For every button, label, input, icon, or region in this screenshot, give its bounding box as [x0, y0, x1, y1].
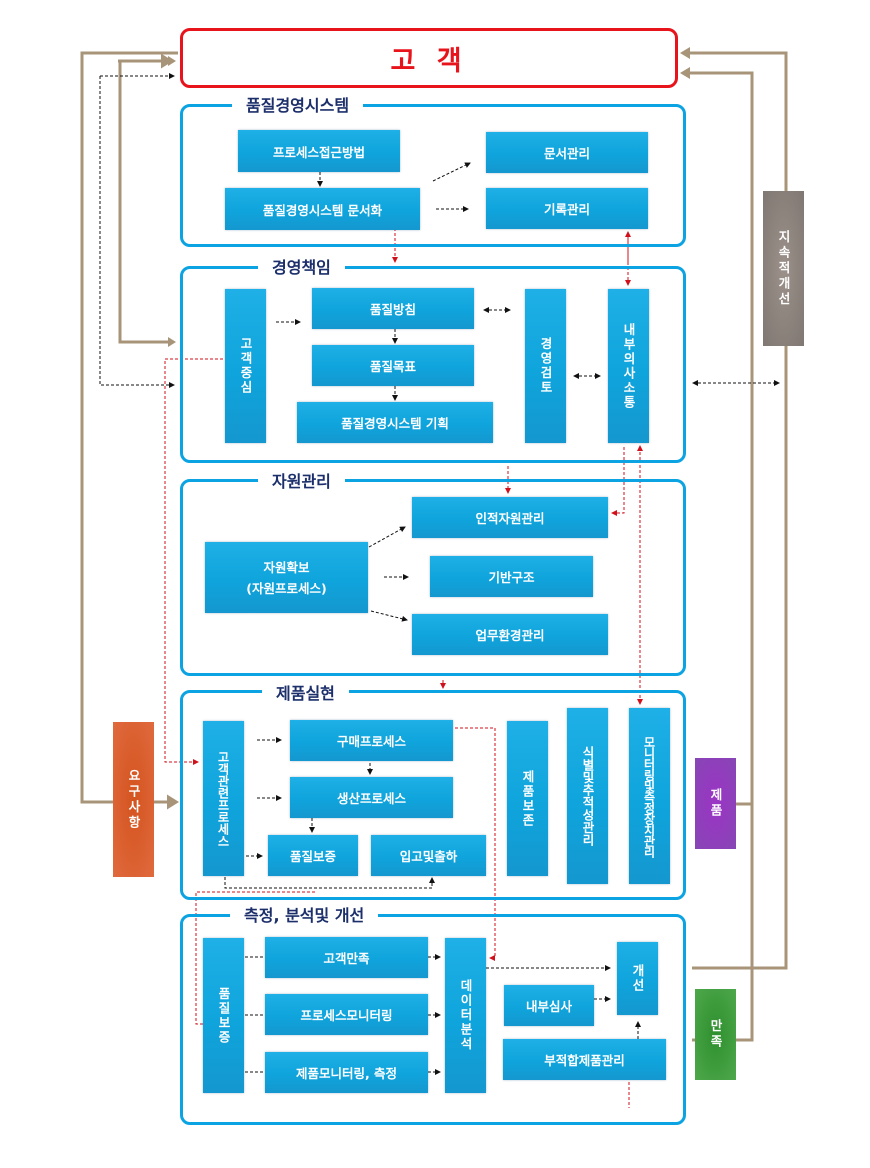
box-quality-assurance: 품질보증 [268, 835, 358, 876]
box-customer-processes: 고객관련프로세스 [203, 721, 244, 876]
box-customer-focus: 고객중심 [225, 289, 266, 443]
section-realization-title: 제품실현 [262, 684, 349, 704]
box-document-control: 문서관리 [486, 132, 648, 173]
continual-improvement-label: 지속적개선 [763, 191, 804, 346]
box-product-monitoring: 제품모니터링, 측정 [265, 1052, 428, 1093]
section-resource [180, 479, 686, 676]
box-work-environment: 업무환경관리 [412, 614, 608, 655]
box-identification-traceability: 식별및추적성관리 [567, 708, 608, 884]
section-qms [180, 104, 686, 247]
box-monitoring-devices: 모니터링및측정장치관리 [629, 708, 670, 884]
section-resource-title: 자원관리 [258, 472, 345, 492]
section-measurement [180, 914, 686, 1125]
box-qms-planning: 품질경영시스템 기획 [297, 402, 493, 443]
section-qms-title: 품질경영시스템 [232, 96, 364, 116]
customer-box: 고 객 [180, 28, 678, 88]
box-improvement: 개선 [617, 942, 658, 1015]
box-resource-provision: 자원확보 (자원프로세스) [205, 542, 368, 613]
box-qms-documentation: 품질경영시스템 문서화 [225, 188, 420, 230]
product-label: 제품 [695, 758, 736, 849]
section-management [180, 266, 686, 463]
satisfaction-label: 만족 [695, 989, 736, 1080]
box-human-resources: 인적자원관리 [412, 497, 608, 538]
box-quality-policy: 품질방침 [312, 288, 474, 329]
resource-provision-line2: (자원프로세스) [246, 580, 327, 596]
box-purchasing: 구매프로세스 [290, 720, 453, 761]
box-data-analysis: 데이터분석 [445, 938, 486, 1093]
requirements-label: 요구사항 [113, 722, 154, 877]
box-quality-assurance-measure: 품질보증 [203, 938, 244, 1093]
section-management-title: 경영책임 [258, 258, 345, 278]
box-management-review: 경영검토 [525, 289, 566, 443]
box-customer-satisfaction: 고객만족 [265, 937, 428, 978]
box-production: 생산프로세스 [290, 777, 453, 818]
requirements-feedback-lines [80, 51, 179, 810]
box-internal-communication: 내부의사소통 [608, 289, 649, 443]
section-measurement-title: 측정, 분석및 개선 [230, 906, 379, 926]
box-process-approach: 프로세스접근방법 [238, 130, 400, 172]
customer-label: 고 객 [390, 45, 468, 77]
box-receiving-shipping: 입고및출하 [371, 835, 486, 876]
section-realization [180, 690, 686, 900]
box-record-control: 기록관리 [486, 188, 648, 229]
box-process-monitoring: 프로세스모니터링 [265, 994, 428, 1035]
box-internal-audit: 내부심사 [504, 985, 594, 1026]
box-quality-objectives: 품질목표 [312, 345, 474, 386]
box-nonconforming-product: 부적합제품관리 [503, 1039, 666, 1080]
resource-provision-line1: 자원확보 [263, 559, 310, 575]
box-product-preservation: 제품보존 [507, 721, 548, 876]
box-infrastructure: 기반구조 [430, 556, 593, 597]
